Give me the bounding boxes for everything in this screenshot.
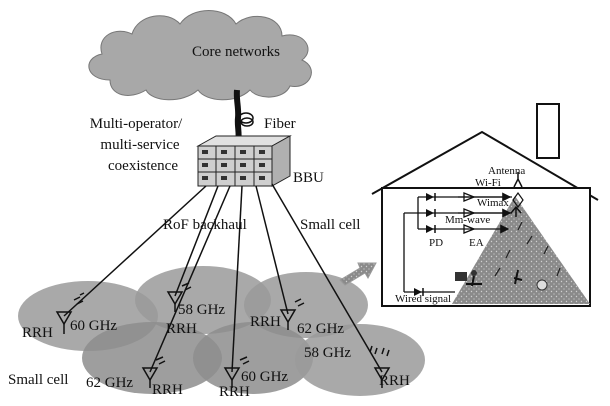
- small-cell-area: [244, 272, 368, 338]
- antenna-icon: [141, 356, 166, 388]
- photodiode-icons: [414, 193, 436, 296]
- antenna-icon: [55, 292, 85, 334]
- house-roof: [371, 130, 599, 201]
- computer-user-icon: [455, 270, 482, 287]
- small-cell-area: [295, 324, 425, 396]
- zoom-arrow-icon: [339, 262, 377, 286]
- rrh-label: RRH: [22, 325, 53, 341]
- backhaul-link: [271, 183, 383, 373]
- antenna-icon: [223, 356, 250, 388]
- rrh-label: RRH: [379, 373, 410, 389]
- wired-signal-label: Wired signal: [395, 293, 451, 305]
- chimney: [536, 103, 560, 159]
- svg-text:coexistence: coexistence: [108, 158, 178, 174]
- ea-label: EA: [469, 237, 484, 249]
- rof-backhaul-label: RoF backhaul: [163, 217, 247, 233]
- frequency-label: 62 GHz: [86, 375, 133, 391]
- bbu-server-rack-icon: [196, 135, 292, 187]
- fiber-label: Fiber: [264, 116, 296, 132]
- rrh-label: RRH: [250, 314, 281, 330]
- rrh-label: RRH: [152, 382, 183, 398]
- antenna-icon: [510, 172, 524, 217]
- amplifier-icons: [463, 192, 476, 234]
- core-network-cloud: Core networks: [88, 10, 312, 101]
- small-cell-area: [82, 322, 222, 394]
- core-networks-label: Core networks: [192, 44, 280, 60]
- small-cell-label: Small cell: [8, 372, 68, 388]
- coexistence-label: Multi-operator/ multi-service coexistenc…: [90, 116, 183, 174]
- rrh-labels: RRH 60 GHz 58 GHz RRH RRH 62 GHz 62 GHz …: [22, 302, 410, 400]
- backhaul-link: [231, 185, 243, 373]
- antenna-icon: [369, 345, 391, 388]
- frequency-label: 60 GHz: [70, 318, 117, 334]
- house-illustration: Antenna Wi-Fi Wimax Mm-wave PD EA Wired …: [371, 103, 599, 307]
- small-cell-area: [193, 322, 313, 394]
- rrh-label: RRH: [166, 321, 197, 337]
- cloud-shape: [88, 10, 312, 101]
- antenna-label: Antenna: [488, 165, 525, 177]
- antenna-icon: [279, 298, 305, 330]
- backhaul-link: [255, 185, 289, 315]
- bbu-label: BBU: [293, 170, 324, 186]
- mm-wave-label: Mm-wave: [445, 214, 490, 226]
- backhaul-link: [149, 185, 231, 373]
- frequency-label: 60 GHz: [241, 369, 288, 385]
- antenna-icon: [166, 282, 192, 312]
- frequency-label: 58 GHz: [178, 302, 225, 318]
- frequency-label: 58 GHz: [304, 345, 351, 361]
- svg-text:multi-service: multi-service: [100, 137, 179, 153]
- backhaul-link: [174, 185, 219, 297]
- wifi-label: Wi-Fi: [475, 177, 501, 189]
- svg-text:Multi-operator/: Multi-operator/: [90, 116, 183, 132]
- pd-label: PD: [429, 237, 443, 249]
- rof-backhaul-links: [63, 183, 383, 373]
- backhaul-link: [63, 185, 207, 317]
- small-cells: [18, 266, 425, 396]
- frequency-label: 62 GHz: [297, 321, 344, 337]
- signal-routing-lines: [403, 192, 512, 293]
- wimax-label: Wimax: [477, 197, 509, 209]
- rrh-antennas: [55, 282, 391, 388]
- small-cell-label: Small cell: [300, 217, 360, 233]
- coverage-cone: [452, 196, 590, 304]
- rrh-label: RRH: [219, 384, 250, 400]
- fiber-coil-icon: [238, 112, 254, 124]
